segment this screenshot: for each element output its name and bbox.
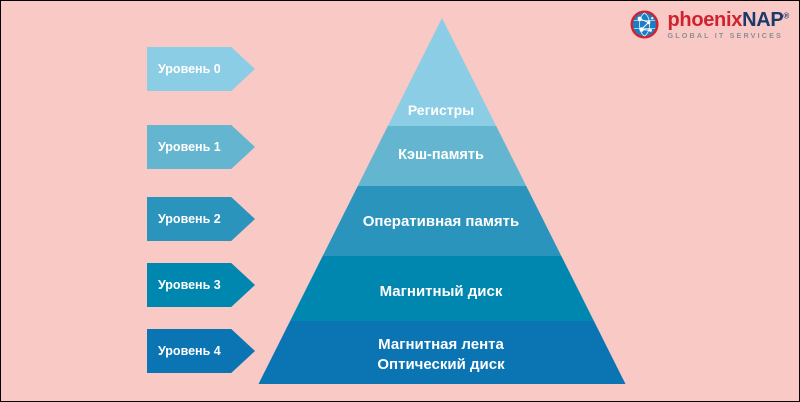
- pyramid-tier-0: [387, 18, 497, 126]
- logo-trademark-icon: ®: [783, 11, 789, 21]
- pyramid-tier-1: [357, 126, 527, 186]
- level-arrow-label-2: Уровень 2: [158, 212, 221, 226]
- globe-network-icon: [630, 10, 660, 39]
- phoenixnap-logo[interactable]: phoenixNAP® GLOBAL IT SERVICES: [629, 9, 789, 40]
- level-arrow-label-0: Уровень 0: [158, 62, 221, 76]
- level-arrow-3[interactable]: Уровень 3: [147, 263, 255, 307]
- logo-tagline: GLOBAL IT SERVICES: [667, 30, 783, 40]
- level-arrow-label-1: Уровень 1: [158, 140, 221, 154]
- pyramid-tier-2: [322, 186, 562, 256]
- level-arrow-2[interactable]: Уровень 2: [147, 197, 255, 241]
- level-arrow-label-4: Уровень 4: [158, 344, 221, 358]
- logo-brand-first: phoenix: [667, 8, 743, 31]
- logo-brand-second: NAP: [742, 8, 784, 31]
- pyramid-tier-4: [258, 321, 626, 384]
- logo-wordmark-group: phoenixNAP® GLOBAL IT SERVICES: [667, 10, 789, 39]
- level-arrow-1[interactable]: Уровень 1: [147, 125, 255, 169]
- level-arrow-0[interactable]: Уровень 0: [147, 47, 255, 91]
- level-arrow-4[interactable]: Уровень 4: [147, 329, 255, 373]
- level-arrow-label-3: Уровень 3: [158, 278, 221, 292]
- pyramid-tier-3: [290, 256, 594, 321]
- logo-wordmark: phoenixNAP®: [667, 10, 789, 30]
